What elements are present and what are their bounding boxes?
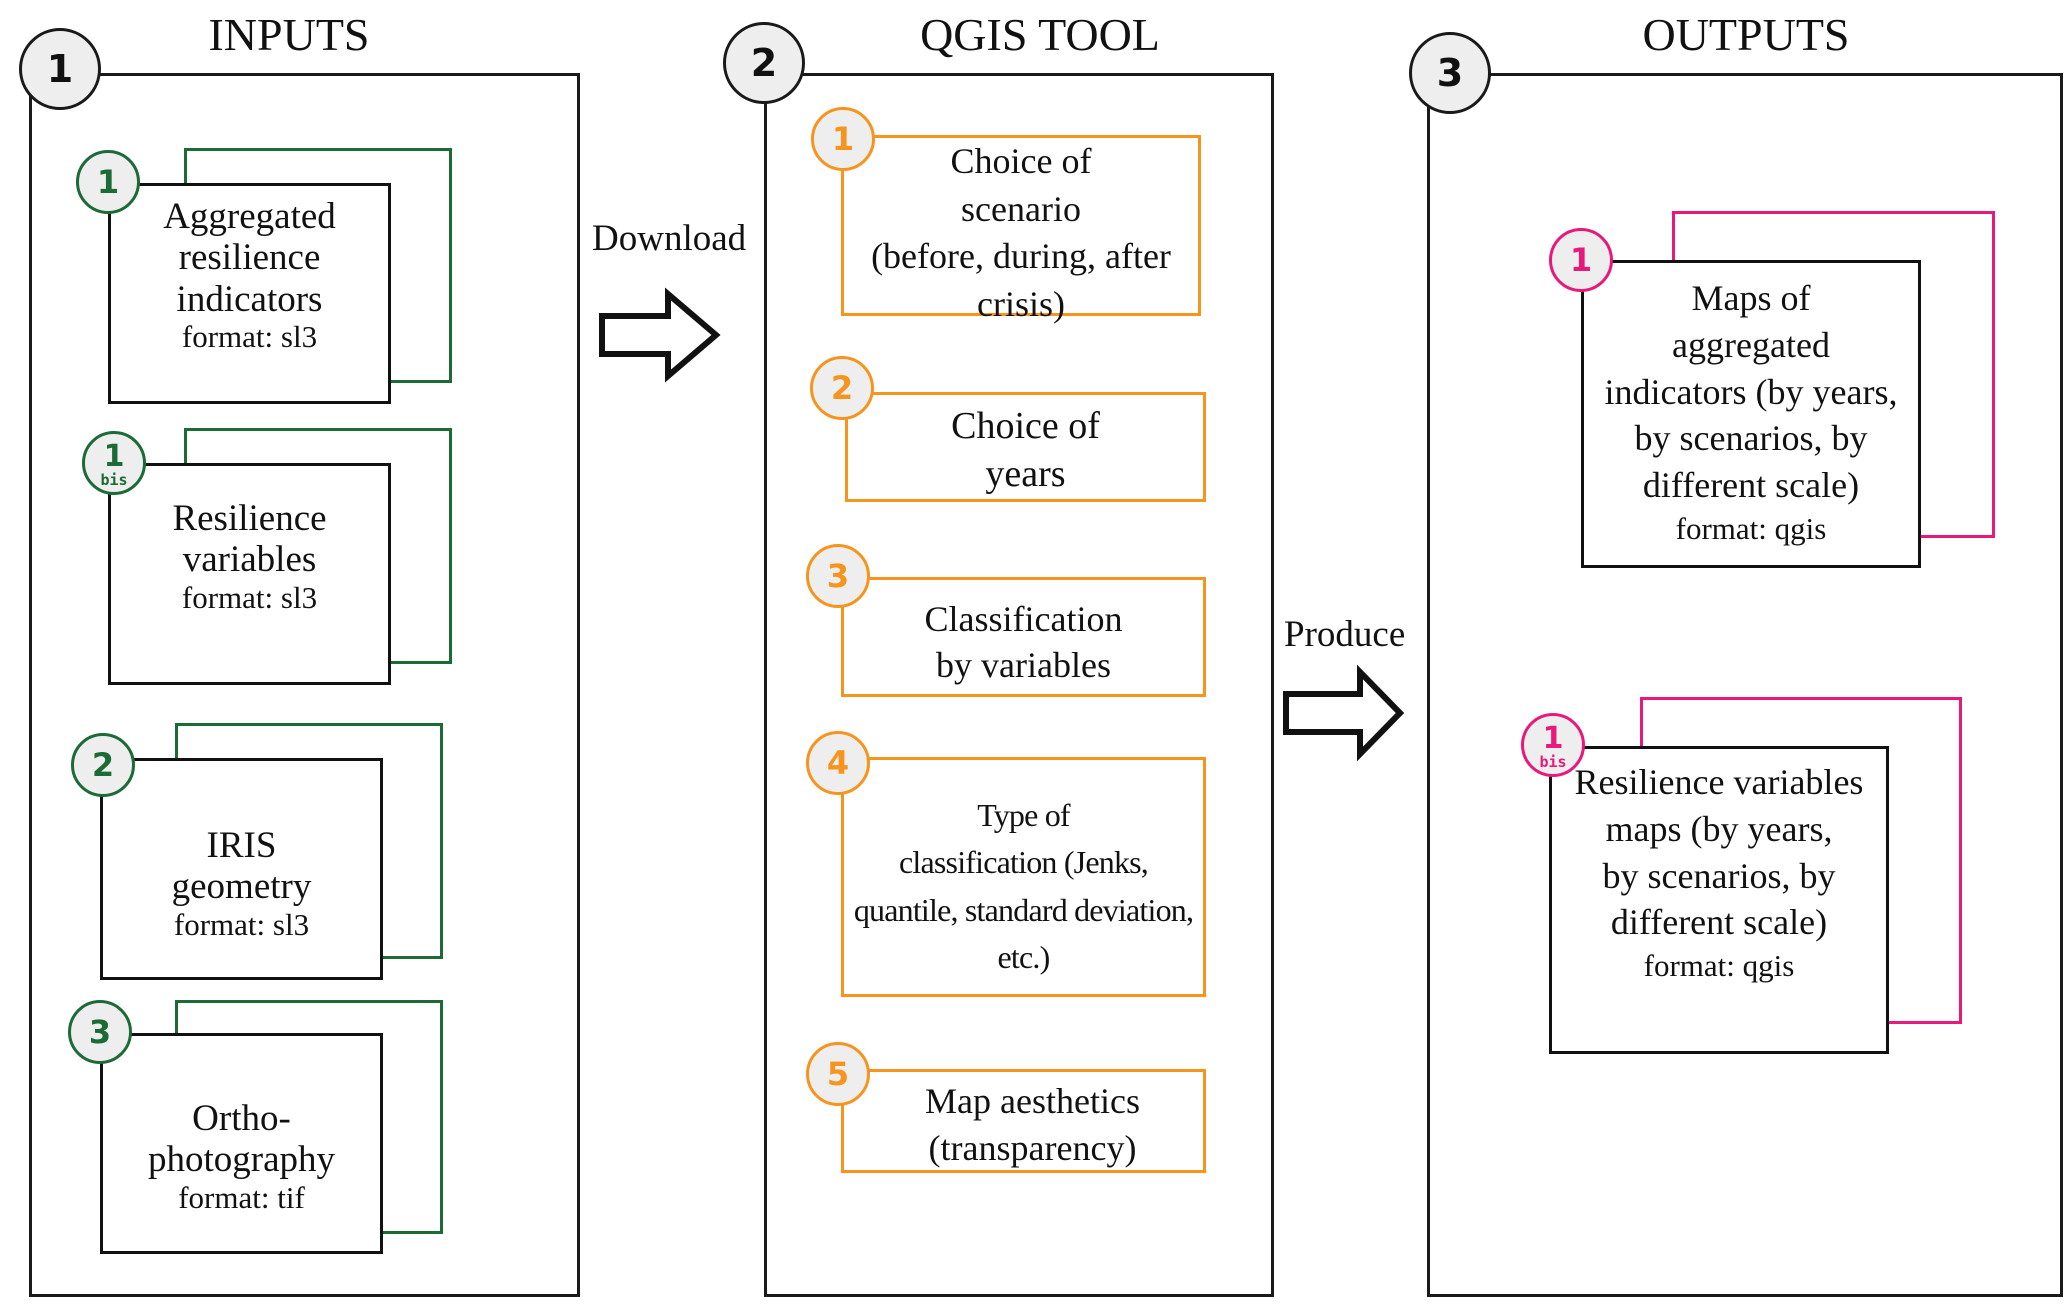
input-card-1bis-format: format: sl3 xyxy=(181,579,318,615)
output-card-1bis-badge: 1 bis xyxy=(1521,713,1585,777)
badge-number: 2 xyxy=(830,369,854,407)
input-card-2: IRIS geometry format: sl3 xyxy=(100,758,383,980)
badge-number: 3 xyxy=(826,557,850,595)
input-card-2-badge: 2 xyxy=(71,733,135,797)
tool-step-5-badge: 5 xyxy=(806,1042,870,1106)
badge-number: 5 xyxy=(826,1055,850,1093)
outputs-step-badge: 3 xyxy=(1409,32,1491,114)
tool-panel xyxy=(764,73,1274,1297)
tool-step-4-box: Type of classification (Jenks, quantile,… xyxy=(841,757,1206,997)
tool-step-1-box: Choice of scenario (before, during, afte… xyxy=(841,135,1201,324)
tool-step-2-line-2: years xyxy=(985,452,1066,495)
tool-step-3-box: Classification by variables xyxy=(841,577,1206,697)
output-card-1-line-2: aggregated xyxy=(1672,324,1830,365)
tool-step-4-line-3: quantile, standard deviation, xyxy=(853,891,1194,928)
badge-sub: bis xyxy=(1539,753,1567,771)
input-card-1-line-3: indicators xyxy=(176,278,323,320)
output-card-1bis-line-1: Resilience variables xyxy=(1574,762,1864,802)
output-card-1bis-line-3: by scenarios, by xyxy=(1602,855,1836,896)
input-card-2-format: format: sl3 xyxy=(173,906,310,942)
download-label: Download xyxy=(592,218,747,259)
input-card-1bis-line-2: variables xyxy=(182,539,317,581)
output-card-1-format: format: qgis xyxy=(1675,510,1827,546)
input-card-1-line-2: resilience xyxy=(178,237,321,279)
right-arrow-icon xyxy=(1283,664,1405,762)
output-card-1bis-line-4: different scale) xyxy=(1610,902,1828,943)
output-card-1-line-1: Maps of xyxy=(1691,278,1811,318)
tool-step-1-badge: 1 xyxy=(811,107,875,171)
outputs-title: OUTPUTS xyxy=(1642,9,1850,60)
tool-step-4-line-2: classification (Jenks, xyxy=(899,844,1149,881)
output-card-1-line-4: by scenarios, by xyxy=(1634,418,1868,459)
badge-number: 1 xyxy=(1569,241,1593,279)
output-card-1-line-5: different scale) xyxy=(1642,465,1860,506)
input-card-3: Ortho- photography format: tif xyxy=(100,1033,383,1254)
step-number: 2 xyxy=(750,41,778,85)
tool-step-3-line-1: Classification xyxy=(924,599,1123,639)
input-card-2-line-2: geometry xyxy=(171,866,312,908)
output-card-1bis-line-2: maps (by years, xyxy=(1605,808,1833,849)
input-card-3-format: format: tif xyxy=(178,1179,305,1215)
inputs-step-badge: 1 xyxy=(19,28,101,110)
tool-step-4-badge: 4 xyxy=(806,731,870,795)
tool-step-1-line-4: crisis) xyxy=(977,283,1065,324)
tool-title: QGIS TOOL xyxy=(920,9,1160,60)
output-card-1: Maps of aggregated indicators (by years,… xyxy=(1581,260,1921,568)
input-card-1bis-badge: 1 bis xyxy=(82,431,146,495)
inputs-title: INPUTS xyxy=(208,9,370,60)
badge-number: 1 xyxy=(103,439,125,474)
tool-step-3-badge: 3 xyxy=(806,544,870,608)
tool-step-5-line-2: (transparency) xyxy=(928,1127,1137,1168)
badge-number: 1 xyxy=(831,120,855,158)
tool-step-3-line-2: by variables xyxy=(936,645,1111,686)
tool-step-4-line-4: etc.) xyxy=(997,939,1051,976)
tool-step-1-line-3: (before, during, after xyxy=(871,236,1171,277)
tool-step-4-line-1: Type of xyxy=(977,797,1070,833)
output-card-1bis: Resilience variables maps (by years, by … xyxy=(1549,746,1889,1054)
output-card-1bis-format: format: qgis xyxy=(1643,948,1795,984)
badge-sub: bis xyxy=(100,471,128,489)
tool-step-1-line-1: Choice of xyxy=(950,141,1092,181)
input-card-1-format: format: sl3 xyxy=(181,319,318,355)
inputs-panel xyxy=(29,73,580,1297)
outputs-panel xyxy=(1427,73,2063,1297)
right-arrow-icon xyxy=(599,287,721,383)
badge-number: 4 xyxy=(826,744,850,782)
tool-step-1-line-2: scenario xyxy=(961,188,1081,229)
input-card-2-line-1: IRIS xyxy=(206,825,277,866)
step-number: 3 xyxy=(1436,51,1464,95)
tool-step-5-line-1: Map aesthetics xyxy=(925,1081,1140,1121)
tool-step-2-badge: 2 xyxy=(810,356,874,420)
output-card-1-line-3: indicators (by years, xyxy=(1604,371,1898,412)
badge-number: 1 xyxy=(1542,721,1564,756)
input-card-1-line-1: Aggregated xyxy=(163,196,336,237)
input-card-3-line-1: Ortho- xyxy=(192,1098,291,1139)
input-card-1: Aggregated resilience indicators format:… xyxy=(108,183,391,404)
step-number: 1 xyxy=(46,47,74,91)
badge-number: 3 xyxy=(88,1013,112,1051)
input-card-1bis-line-1: Resilience xyxy=(172,498,327,539)
output-card-1-badge: 1 xyxy=(1549,228,1613,292)
input-card-1-badge: 1 xyxy=(76,150,140,214)
badge-number: 1 xyxy=(96,163,120,201)
input-card-3-line-2: photography xyxy=(147,1139,336,1181)
input-card-1bis: Resilience variables format: sl3 xyxy=(108,463,391,685)
produce-label: Produce xyxy=(1284,614,1406,655)
tool-step-2-box: Choice of years xyxy=(845,392,1206,502)
tool-step-badge: 2 xyxy=(723,22,805,104)
tool-step-2-line-1: Choice of xyxy=(951,405,1100,447)
badge-number: 2 xyxy=(91,746,115,784)
tool-step-5-box: Map aesthetics (transparency) xyxy=(841,1069,1206,1173)
input-card-3-badge: 3 xyxy=(68,1000,132,1064)
